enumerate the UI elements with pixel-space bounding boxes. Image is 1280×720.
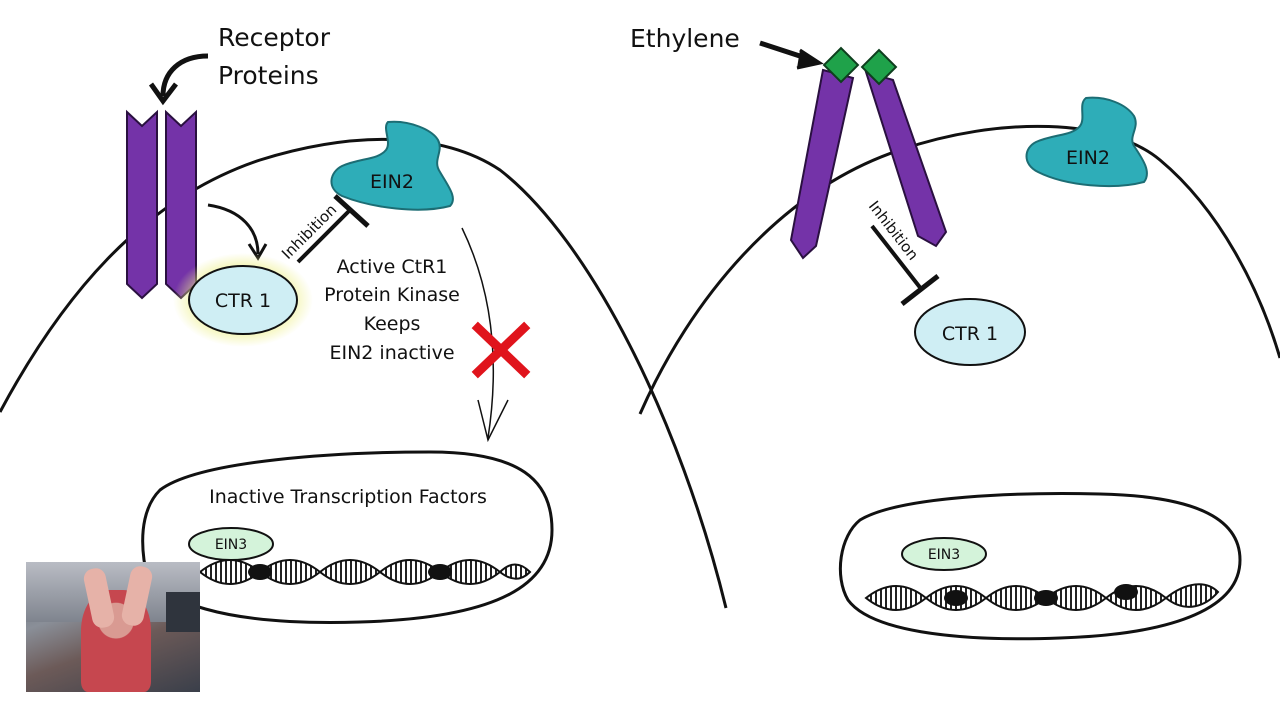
right-cell-membrane	[638, 124, 1280, 415]
ctr1-right-label: CTR 1	[942, 323, 998, 345]
ein3-right-label: EIN3	[928, 547, 960, 563]
ethylene-molecule-2	[860, 48, 898, 86]
ein2-left	[330, 120, 454, 211]
receptor-to-ctr1-arrow	[207, 203, 260, 255]
receptor-pointer-arrow	[160, 53, 209, 97]
ein3-left-label: EIN3	[215, 537, 247, 553]
ein2-right-label: EIN2	[1066, 147, 1110, 169]
right-nucleus	[838, 492, 1242, 641]
left-cell-membrane	[0, 137, 728, 609]
receptor-protein-active-left	[789, 68, 855, 260]
dna-right	[864, 583, 1220, 611]
dna-left	[198, 559, 532, 585]
receptor-pointer-arrowhead	[148, 82, 178, 106]
note-line-1: Active CtR1	[337, 256, 448, 278]
ctr1-left-label: CTR 1	[215, 290, 271, 312]
blocked-x-icon	[471, 321, 531, 379]
ctr1-right	[914, 298, 1026, 366]
ethylene-label: Ethylene	[630, 24, 740, 53]
inhibition-bar-left	[333, 194, 370, 228]
ein3-right	[901, 537, 987, 571]
note-line-4: EIN2 inactive	[329, 342, 454, 364]
ethylene-molecule-1	[822, 46, 860, 84]
ein2-to-nucleus-arrow	[461, 227, 495, 439]
inhibition-line-right	[870, 224, 924, 292]
receptor-protein-left	[126, 109, 158, 300]
note-line-2: Protein Kinase	[324, 284, 460, 306]
inhibition-line-left	[296, 208, 352, 264]
ein2-right	[1025, 96, 1148, 188]
ethylene-pointer-arrowhead	[796, 48, 824, 70]
nucleus-title: Inactive Transcription Factors	[209, 486, 487, 508]
note-line-3: Keeps	[364, 313, 421, 335]
ein2-left-label: EIN2	[370, 171, 414, 193]
receptor-protein-active-right	[864, 70, 948, 248]
ein2-to-nucleus-arrowhead	[477, 399, 509, 443]
receptor-label-line1: Receptor	[218, 23, 331, 52]
inhibition-bar-right	[900, 274, 940, 306]
presenter-webcam-overlay	[26, 562, 200, 692]
receptor-label-line2: Proteins	[218, 61, 319, 90]
ctr1-left	[188, 265, 298, 335]
